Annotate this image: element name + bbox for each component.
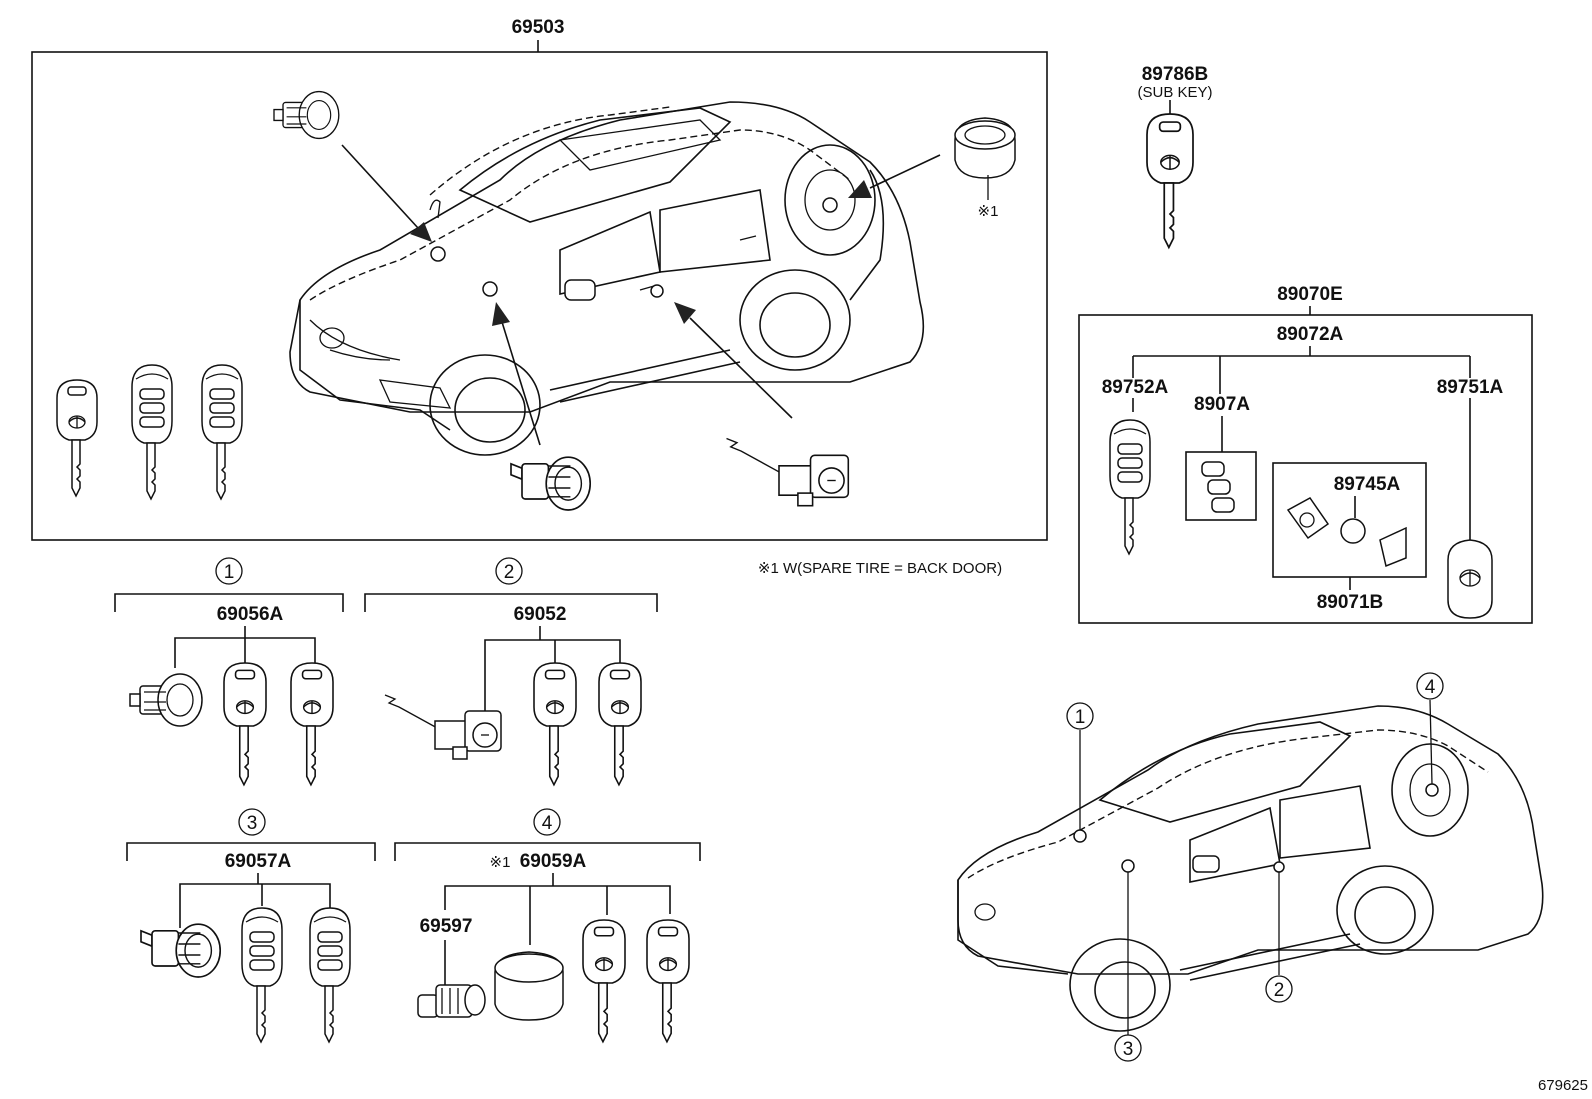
callout-2 xyxy=(495,557,523,585)
label-89752A: 89752A xyxy=(1102,377,1169,398)
label-89745A: 89745A xyxy=(1334,474,1401,495)
key-remote-icon xyxy=(1109,419,1151,555)
battery-icon xyxy=(1340,518,1366,544)
label-69052: 69052 xyxy=(514,604,567,625)
location-callout-2 xyxy=(1265,975,1293,1003)
key-remote-icon xyxy=(131,364,173,500)
kit-2-group: 2 69052 xyxy=(364,557,658,786)
circuit-board-icon xyxy=(1286,497,1330,540)
key-plain-icon xyxy=(582,919,626,1043)
door-cylinder xyxy=(725,437,850,507)
svg-text:4: 4 xyxy=(1425,677,1436,698)
svg-text:1: 1 xyxy=(1075,707,1086,728)
spare-tire-cylinder xyxy=(494,951,564,1021)
key-remote-icon xyxy=(201,364,243,500)
spare-tire-cylinder xyxy=(954,117,1016,200)
main-assembly-group: 69503 xyxy=(31,17,1048,541)
svg-text:2: 2 xyxy=(1274,980,1285,1001)
svg-text:1: 1 xyxy=(224,562,235,583)
footnote: ※1 W(SPARE TIRE = BACK DOOR) xyxy=(758,560,1002,577)
main-assembly-frame xyxy=(31,51,1048,541)
vehicle-illustration-locations: 1 2 3 4 xyxy=(957,672,1544,1062)
transmitter-group: 89070E 89072A 89752A 89751A 8907A 89745A xyxy=(1078,284,1533,624)
label-69059A: 69059A xyxy=(520,851,587,872)
key-plain-icon xyxy=(598,662,642,786)
key-plain-icon xyxy=(223,662,267,786)
location-callout-1 xyxy=(1066,702,1094,730)
kit-3-group: 3 69057A xyxy=(126,808,376,1043)
glove-box-cylinder xyxy=(129,673,203,727)
label-8907A: 8907A xyxy=(1194,394,1250,415)
label-69503: 69503 xyxy=(512,17,565,38)
svg-text:2: 2 xyxy=(504,562,515,583)
ignition-cylinder xyxy=(510,456,592,511)
location-callout-4 xyxy=(1416,672,1444,700)
key-plain-icon xyxy=(290,662,334,786)
label-89070E: 89070E xyxy=(1277,284,1343,305)
location-callout-3 xyxy=(1114,1034,1142,1062)
transmitter-frame xyxy=(1078,314,1533,624)
key-plain-icon xyxy=(56,379,98,497)
label-69057A: 69057A xyxy=(225,851,292,872)
label-89751A: 89751A xyxy=(1437,377,1504,398)
lock-core-icon xyxy=(417,984,486,1018)
svg-text:4: 4 xyxy=(542,813,553,834)
label-69056A: 69056A xyxy=(217,604,284,625)
door-cylinder xyxy=(384,694,502,760)
svg-text:3: 3 xyxy=(247,813,258,834)
sub-key-icon xyxy=(1146,113,1194,249)
key-remote-icon xyxy=(309,907,351,1043)
label-89786B: 89786B xyxy=(1142,64,1209,85)
ignition-cylinder xyxy=(140,923,222,978)
glove-box-cylinder xyxy=(273,90,340,140)
label-89071B: 89071B xyxy=(1317,592,1384,613)
label-sub-key: (SUB KEY) xyxy=(1137,84,1212,101)
case-parts-frame xyxy=(1185,451,1257,521)
svg-text:3: 3 xyxy=(1123,1039,1134,1060)
pointer-arrows xyxy=(341,144,941,446)
case-buttons-icon xyxy=(1201,461,1235,513)
callout-1 xyxy=(215,557,243,585)
callout-4 xyxy=(533,808,561,836)
key-plain-icon xyxy=(533,662,577,786)
remote-fob-icon xyxy=(1447,539,1493,619)
vehicle-illustration-main xyxy=(289,101,925,456)
key-remote-icon xyxy=(241,907,283,1043)
callout-3 xyxy=(238,808,266,836)
kit-4-group: 4 ※1 69059A 69597 xyxy=(394,808,701,1043)
spare-cylinder-ref: ※1 xyxy=(978,203,999,220)
cover-icon xyxy=(1379,526,1407,568)
label-89072A: 89072A xyxy=(1277,324,1344,345)
sub-key-group: 89786B (SUB KEY) xyxy=(1137,64,1213,249)
diagram-id: 679625 xyxy=(1538,1077,1588,1094)
key-plain-icon xyxy=(646,919,690,1043)
label-69597: 69597 xyxy=(420,916,473,937)
kit-1-group: 1 69056A xyxy=(114,557,344,786)
kit4-note: ※1 xyxy=(490,854,511,871)
